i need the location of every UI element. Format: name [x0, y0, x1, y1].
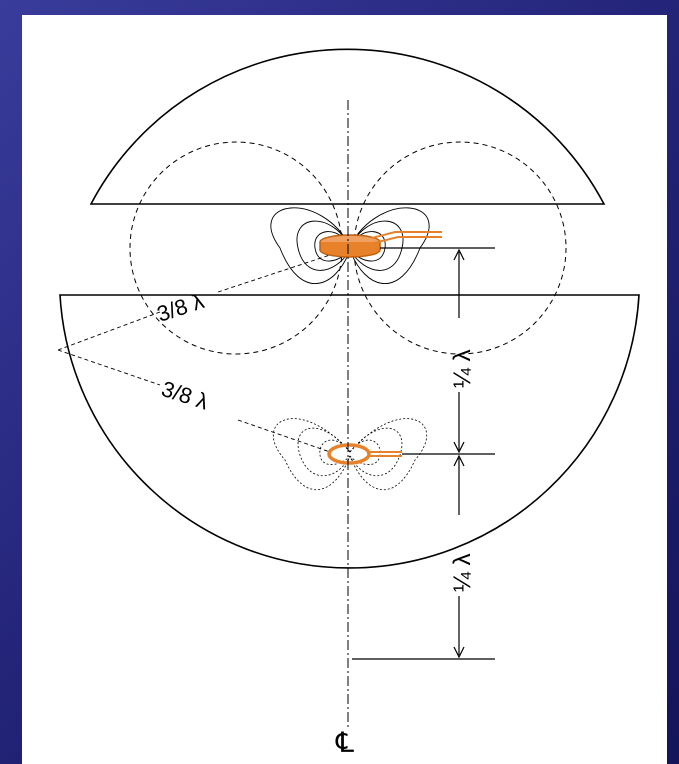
centerline-symbol: ℄	[335, 727, 354, 758]
dashed-field-right	[353, 141, 567, 355]
upper-coil	[319, 231, 442, 258]
dimension-label-lower: ¼ λ	[449, 553, 476, 592]
lower-bowl	[59, 294, 640, 569]
radius-leaders	[57, 254, 331, 453]
dimension-lines	[352, 247, 495, 660]
lower-coil	[327, 443, 402, 465]
radius-label-lower: 3/8 λ	[158, 376, 211, 415]
upper-cap	[89, 48, 606, 205]
upper-field-lines	[270, 207, 430, 284]
radius-label-upper: 3/8 λ	[154, 288, 207, 327]
diagram-panel	[22, 15, 667, 764]
dimension-label-upper: ¼ λ	[449, 349, 476, 388]
